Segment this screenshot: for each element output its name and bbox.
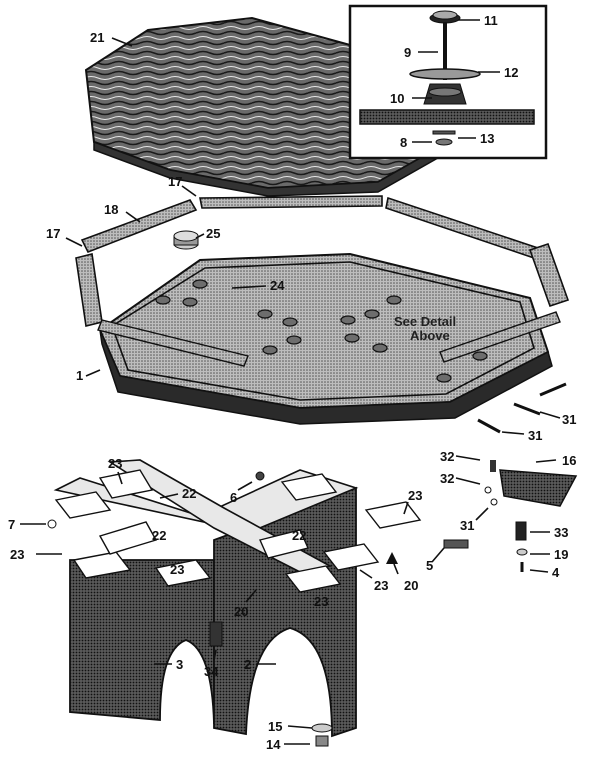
callout-23-top-left: 23 [108,456,122,471]
callout-17-top: 17 [168,174,182,189]
callout-2: 2 [244,657,251,672]
cup-holder-detail-inset [348,4,548,160]
callout-31-bracket: 31 [460,518,474,533]
callout-1: 1 [76,368,83,383]
see-detail-note: See Detail Above [394,314,456,343]
part-callouts: 21 11 9 12 10 8 13 17 18 17 25 24 1 31 3… [8,13,576,752]
callout-19: 19 [554,547,568,562]
callout-17-left: 17 [46,226,60,241]
callout-6: 6 [230,490,237,505]
callout-24: 24 [270,278,285,293]
callout-34: 34 [204,664,219,679]
coaster-disc [173,230,199,250]
callout-10: 10 [390,91,404,106]
game-tray [97,252,561,425]
callout-23-right: 23 [374,578,388,593]
callout-22-top: 22 [182,486,196,501]
callout-32-lower: 32 [440,471,454,486]
callout-23-panel: 23 [170,562,184,577]
callout-12: 12 [504,65,518,80]
callout-5: 5 [426,558,433,573]
callout-4: 4 [552,565,560,580]
rail-pieces [75,195,570,327]
callout-14: 14 [266,737,281,752]
callout-22-left: 22 [152,528,166,543]
callout-20-right: 20 [404,578,418,593]
callout-15: 15 [268,719,282,734]
callout-3: 3 [176,657,183,672]
callout-21: 21 [90,30,104,45]
callout-16: 16 [562,453,576,468]
callout-9: 9 [404,45,411,60]
callout-23-bottom: 23 [314,594,328,609]
bracket-hardware [484,460,578,572]
callout-31-upper: 31 [562,412,576,427]
callout-23-right-top: 23 [408,488,422,503]
callout-25: 25 [206,226,220,241]
callout-33: 33 [554,525,568,540]
callout-32-upper: 32 [440,449,454,464]
tray-screws [477,382,567,434]
table-base [47,459,469,747]
callout-22-right: 22 [292,528,306,543]
callout-8: 8 [400,135,407,150]
callout-23-left: 23 [10,547,24,562]
leader-lines [20,19,561,745]
callout-20-bottom: 20 [234,604,248,619]
callout-7: 7 [8,517,15,532]
callout-13: 13 [480,131,494,146]
callout-31-lower: 31 [528,428,542,443]
callout-11: 11 [484,13,498,28]
see-detail-line-1: See Detail [394,314,456,329]
see-detail-line-2: Above [410,328,450,343]
callout-18: 18 [104,202,118,217]
